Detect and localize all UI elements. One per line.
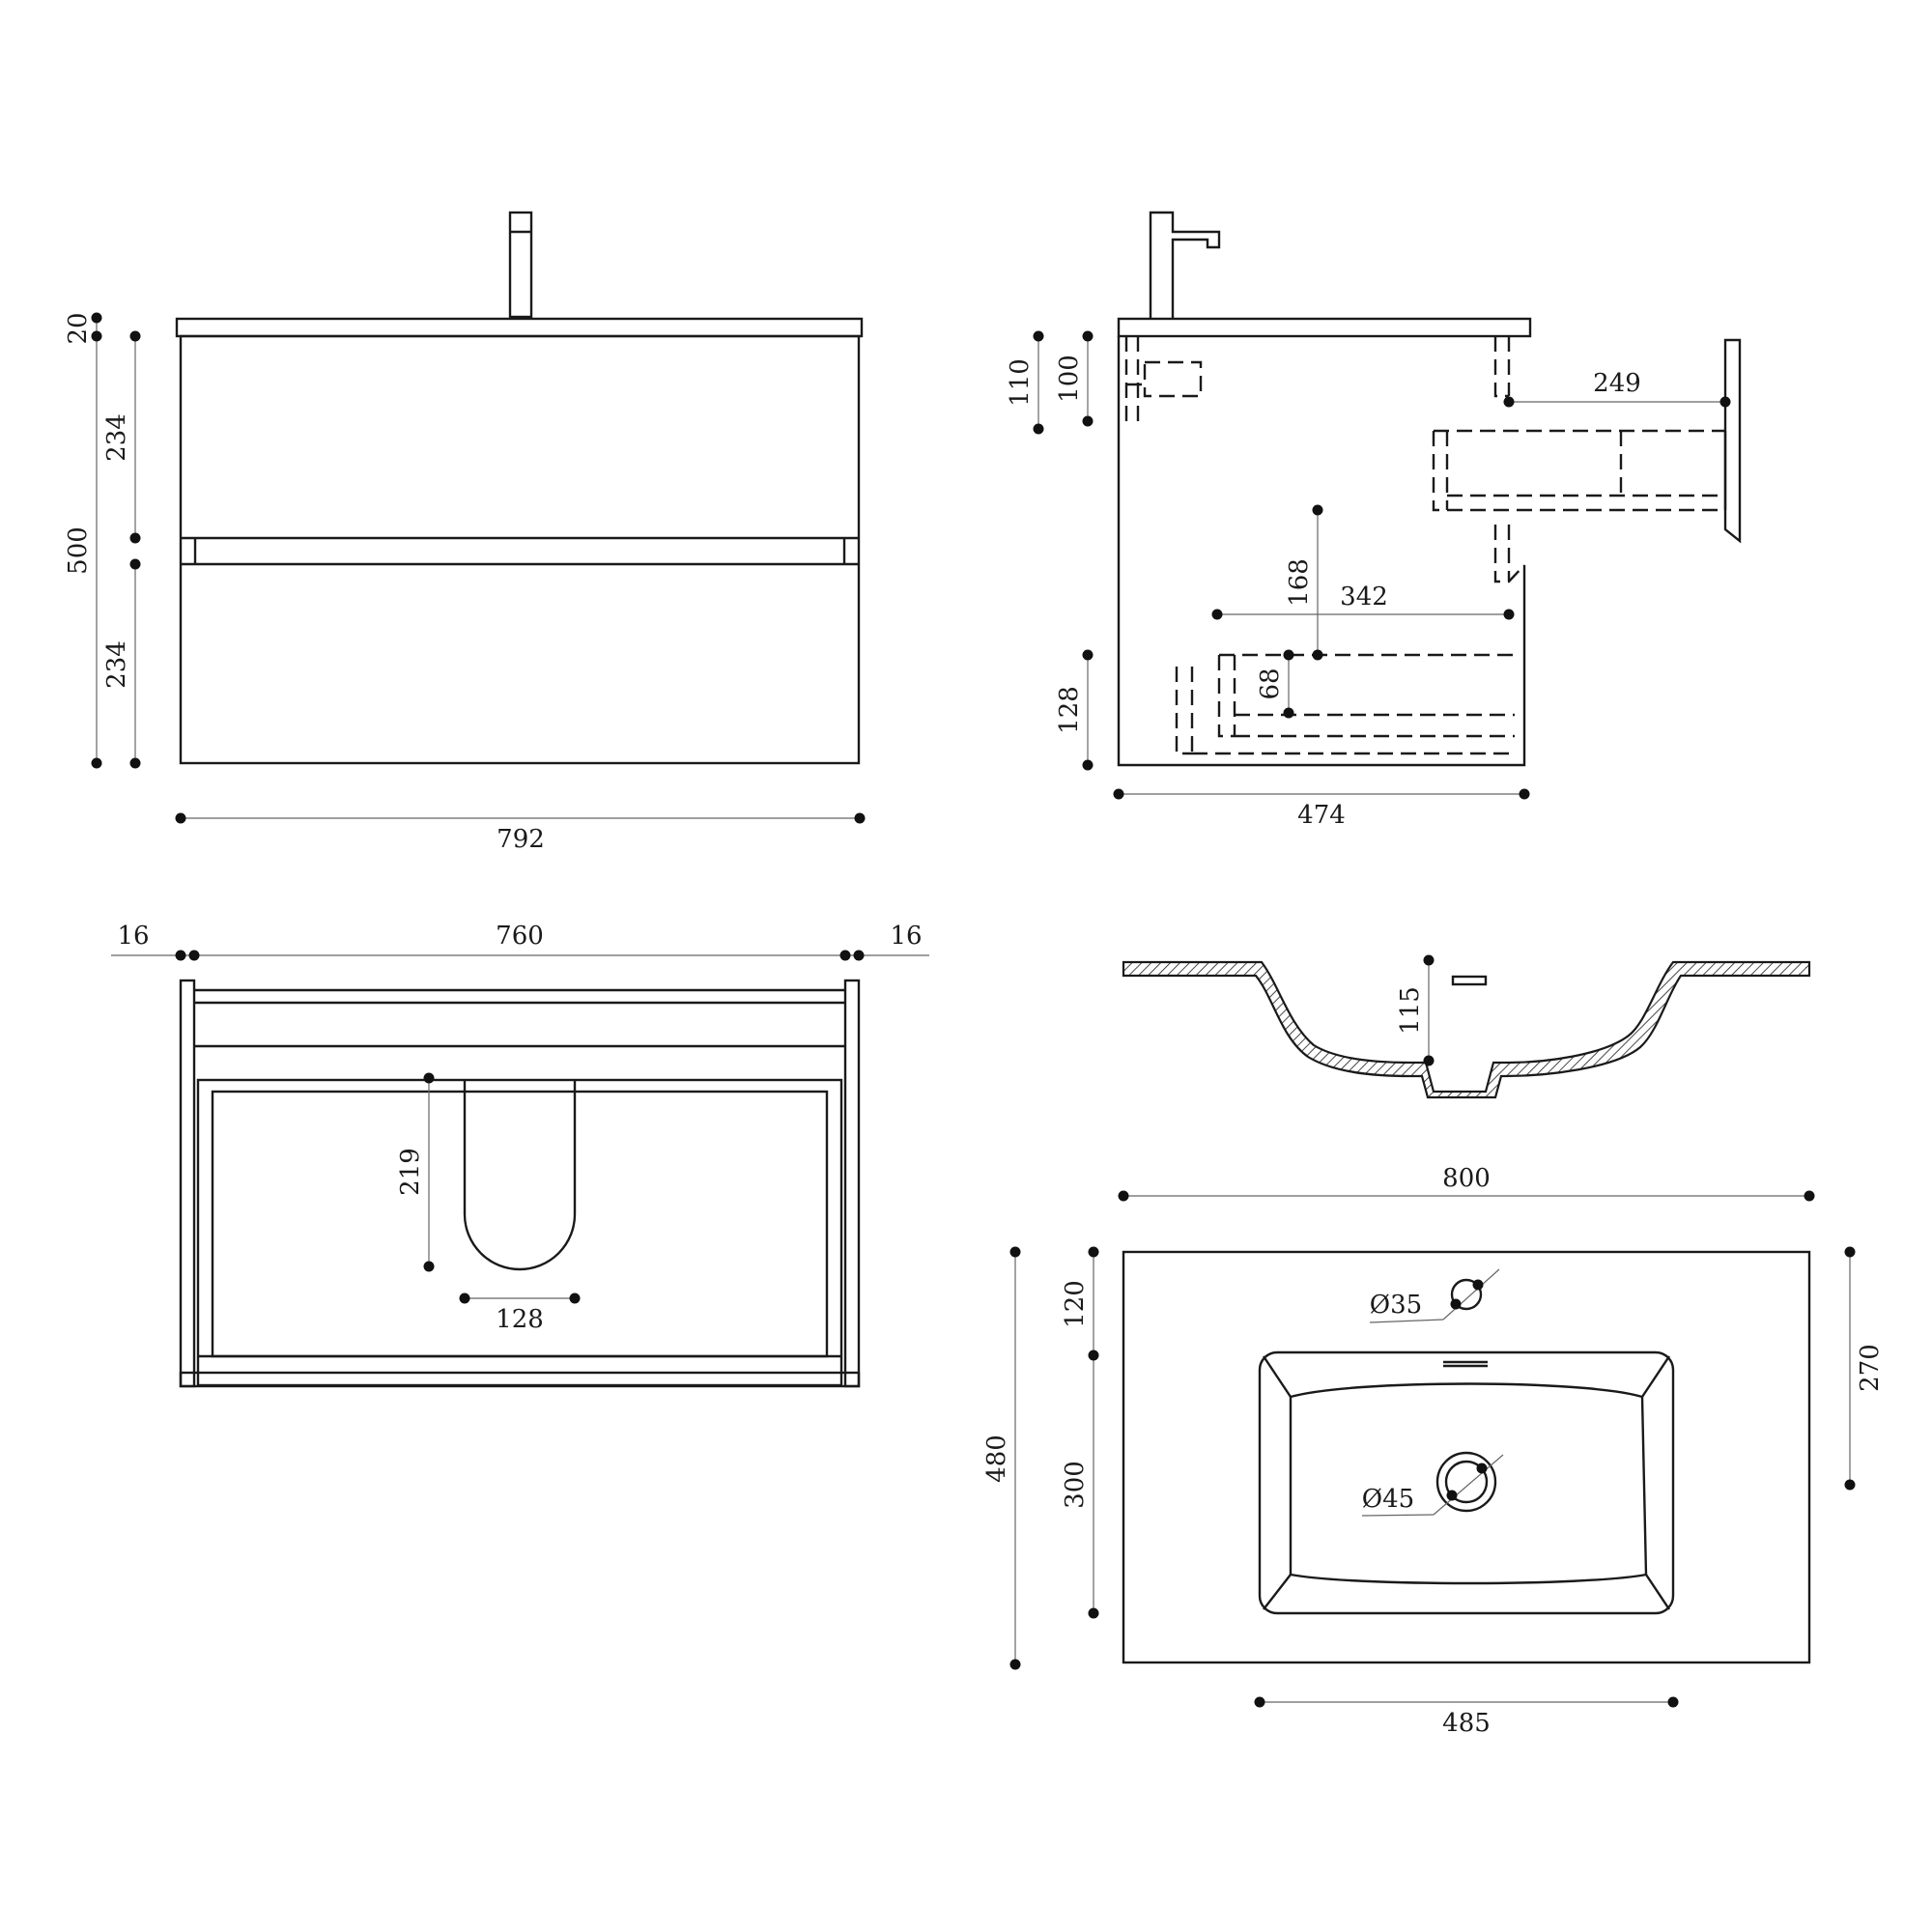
dim-drawer-lower: 234 [102, 640, 131, 689]
drawer-box-top [196, 1078, 843, 1387]
basin-slab [1122, 1250, 1811, 1664]
side-view: 110 100 249 168 342 68 128 474 [1006, 211, 1742, 830]
basin-bowl-inner [1289, 1382, 1648, 1585]
dim-basin-width: 800 [1442, 1164, 1491, 1193]
dim-bowl-width: 485 [1442, 1709, 1491, 1738]
front-view: 20 234 500 234 792 [64, 211, 866, 854]
cabinet-front [179, 334, 861, 765]
countertop-side [1117, 317, 1532, 338]
drawer-front-extended [1723, 338, 1742, 544]
dim-128: 128 [1055, 686, 1084, 734]
dim-cutout-width: 128 [496, 1305, 544, 1334]
dim-total-height: 500 [64, 526, 93, 575]
dim-drawer-upper: 234 [102, 413, 131, 462]
basin-bowl [1258, 1350, 1675, 1615]
dim-side-left: 16 [117, 922, 149, 951]
dim-342: 342 [1340, 582, 1388, 611]
label-tap-hole: Ø35 [1370, 1291, 1422, 1320]
side-panel-right [843, 979, 861, 1388]
basin-cross-section [1122, 960, 1811, 1099]
drawer-front-top [179, 1371, 861, 1388]
waste-hole [1435, 1451, 1497, 1513]
dim-cutout-depth: 219 [396, 1148, 425, 1196]
basin-plan: 800 Ø35 Ø45 480 [982, 1164, 1885, 1738]
dim-100: 100 [1055, 355, 1084, 403]
dim-inner-width: 760 [496, 922, 544, 951]
tap-hole [1450, 1278, 1483, 1311]
dim-right-offset: 270 [1856, 1344, 1885, 1392]
label-waste-hole: Ø45 [1362, 1485, 1414, 1514]
dim-basin-depth: 480 [982, 1435, 1011, 1483]
dim-bowl-depth: 115 [1396, 986, 1425, 1035]
dim-249: 249 [1593, 369, 1641, 398]
dim-side-right: 16 [890, 922, 922, 951]
dim-top-thickness: 20 [64, 312, 93, 344]
dim-bowl-offset: 300 [1061, 1461, 1090, 1509]
cabinet-side [1117, 336, 1526, 767]
siphon-cutout [463, 1080, 577, 1271]
side-panel-left [179, 979, 196, 1388]
dim-tap-offset: 120 [1061, 1280, 1090, 1328]
overflow-slot [1451, 975, 1488, 986]
dim-depth: 474 [1297, 801, 1346, 830]
dim-68: 68 [1256, 668, 1285, 699]
dim-110: 110 [1006, 358, 1035, 407]
countertop-front [175, 317, 864, 338]
dim-width: 792 [497, 825, 545, 854]
basin-section: 115 [1122, 954, 1811, 1099]
faucet-front [508, 211, 533, 319]
top-view: 16 760 16 219 128 [111, 922, 929, 1388]
dim-168: 168 [1285, 558, 1314, 607]
faucet-side [1149, 211, 1221, 319]
